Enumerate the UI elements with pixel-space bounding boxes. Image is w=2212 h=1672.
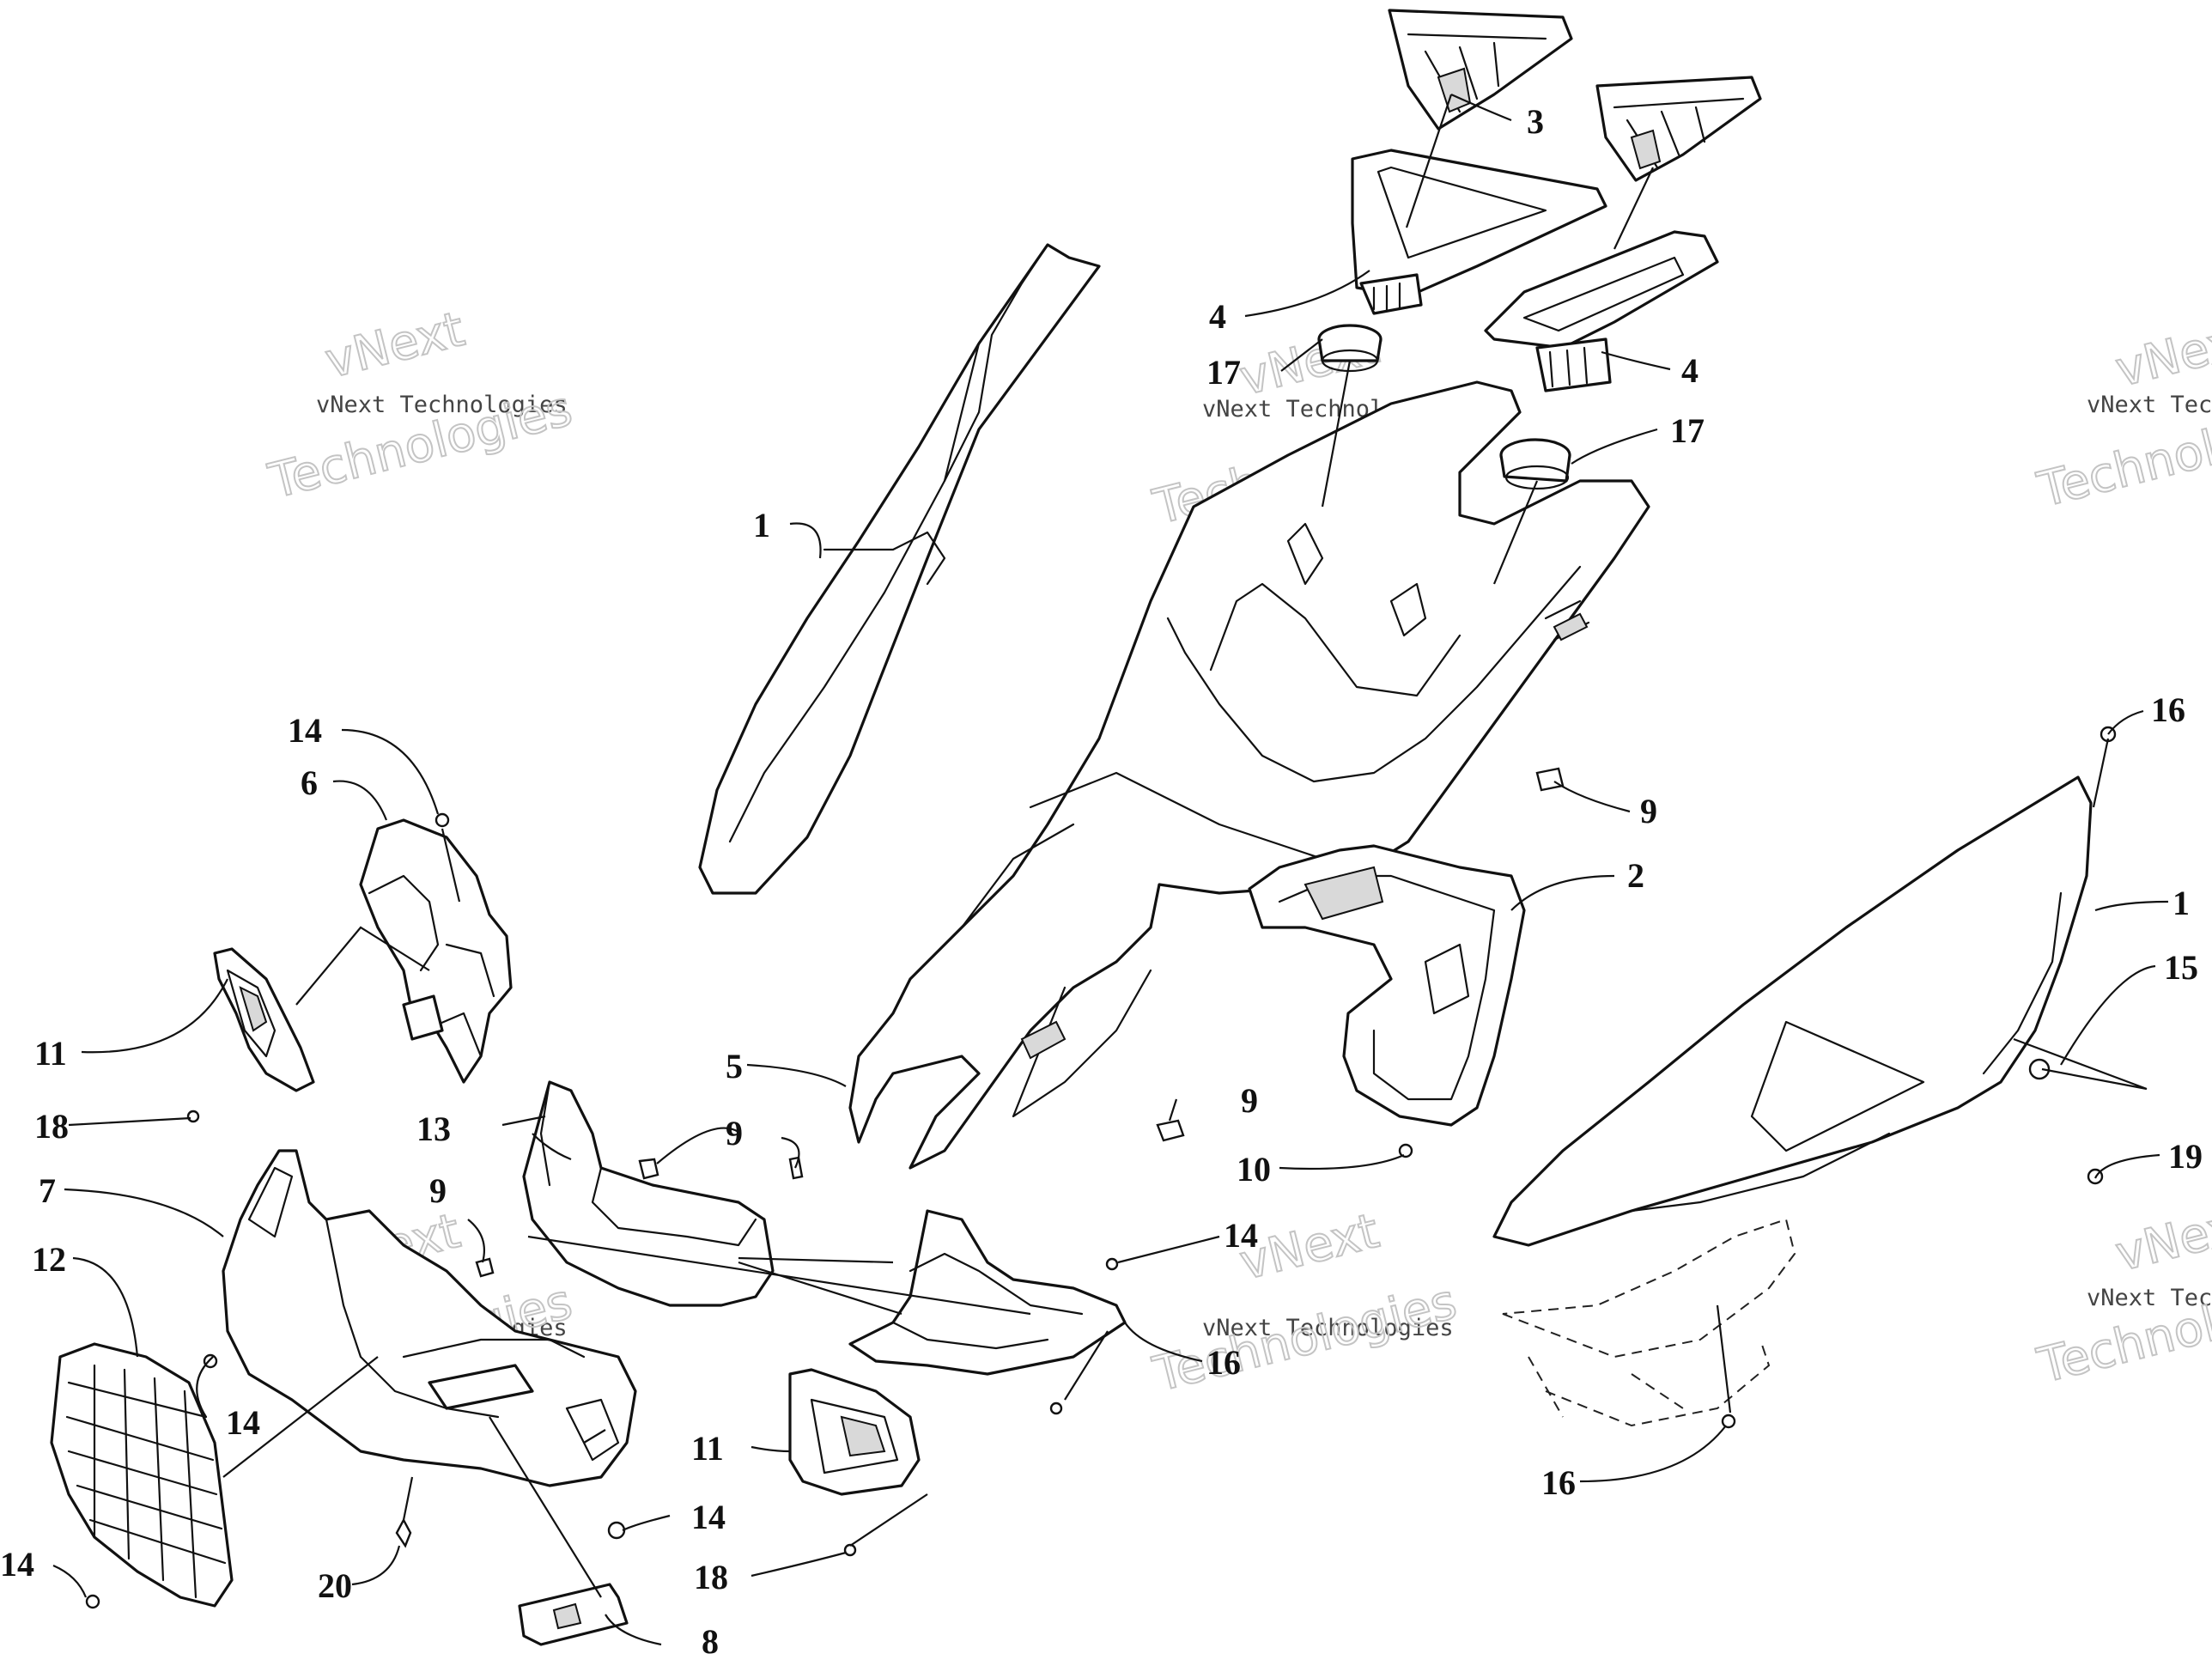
watermark-top-left: vNext vNext Technologies Technologies [263,301,579,511]
callout-7: 7 [39,1171,56,1210]
watermark-big-1: vNext [2111,1195,2212,1283]
callout-14: 14 [0,1545,34,1584]
callout-4: 4 [1681,351,1698,390]
screw-18a [186,1110,200,1123]
part-4-intake-bezel-right [1484,230,1719,392]
callout-13: 13 [416,1110,451,1148]
callout-11: 11 [34,1034,67,1073]
lower-center-duct [848,1209,1127,1376]
callout-9: 9 [1640,792,1657,830]
screw-14a [434,812,450,828]
clip-9e [475,1257,495,1278]
part-13-lower-inner-panel [522,1080,775,1307]
callout-19: 19 [2168,1137,2203,1176]
screw-14c [203,1353,218,1369]
screw-10 [1398,1143,1413,1158]
part-2-inner-fender [1248,844,1526,1127]
callout-1: 1 [753,506,770,544]
callout-14: 14 [226,1403,260,1442]
callout-12: 12 [32,1240,66,1279]
screw-16c [1721,1414,1736,1429]
watermark-small: vNext Technologies [1202,1315,1454,1341]
callout-6: 6 [301,763,318,802]
part-3-intake-grille-left [1388,9,1573,131]
clip-9a [1535,767,1565,792]
clip-9b [1156,1119,1185,1142]
watermark-bottom-right: vNext vNext Technologies Technologies [2032,1194,2212,1395]
part-4-intake-bezel-left [1351,149,1607,315]
callout-labels: 3 4 4 17 17 1 1 16 16 16 14 14 14 14 14 … [0,102,2203,1661]
part-11-vent-grille-lower [788,1368,921,1496]
part-17-grommet-right [1499,438,1571,490]
part-1-side-panel-left [698,243,1101,895]
callout-2: 2 [1627,856,1644,895]
watermark-big-2: Technologies [1148,1274,1462,1402]
nut-15 [2028,1058,2051,1080]
hardware-group [85,726,2117,1609]
part-1-side-panel-right [1492,775,2093,1427]
callout-14: 14 [288,711,322,750]
watermark-small: vNext Technologies [316,392,568,418]
callout-4: 4 [1209,297,1226,336]
clip-9c [638,1158,659,1180]
watermark-small: vNext Technologies [2087,1285,2212,1311]
screw-14d [607,1521,626,1540]
callout-18: 18 [694,1558,728,1596]
callout-11: 11 [691,1429,724,1468]
screw-18b [843,1543,857,1557]
part-8-plate [518,1583,629,1646]
callout-10: 10 [1237,1150,1271,1189]
callout-17: 17 [1206,353,1241,392]
watermark-big-1: vNext [320,301,470,390]
part-11-vent-grille-upper [213,947,315,1092]
part-3-intake-grille-right [1595,76,1762,182]
callout-14: 14 [691,1498,726,1536]
callout-1: 1 [2172,884,2190,922]
callout-20: 20 [318,1566,352,1605]
part-12-front-grille [50,1342,234,1608]
screw-20 [395,1517,412,1548]
callout-15: 15 [2164,948,2198,987]
part-7-lower-bumper [222,1149,637,1487]
callout-9: 9 [429,1171,447,1210]
screw-14e [85,1594,100,1609]
watermark-small: vNext Technologies [2087,392,2212,418]
callout-16: 16 [1206,1343,1241,1382]
callout-18: 18 [34,1107,69,1146]
callout-17: 17 [1670,411,1705,450]
screw-14b [1105,1257,1119,1271]
callout-3: 3 [1527,102,1544,141]
watermark-big-1: vNext [2111,310,2212,398]
callout-5: 5 [726,1047,743,1085]
part-5-hood [848,380,1650,1170]
callout-16: 16 [2151,690,2185,729]
leader-lines [52,93,2169,1646]
callout-14: 14 [1224,1216,1258,1255]
callout-9: 9 [726,1114,743,1152]
screw-16b [1049,1401,1063,1415]
callout-16: 16 [1541,1463,1576,1502]
callout-8: 8 [702,1622,719,1661]
watermark-top-right: vNext vNext Technologies Technologies [2032,309,2212,520]
watermark-bottom-center: vNext vNext Technologies Technologies [1147,1202,1463,1404]
part-6-vent-frame [359,818,513,1084]
callout-9: 9 [1241,1081,1258,1120]
